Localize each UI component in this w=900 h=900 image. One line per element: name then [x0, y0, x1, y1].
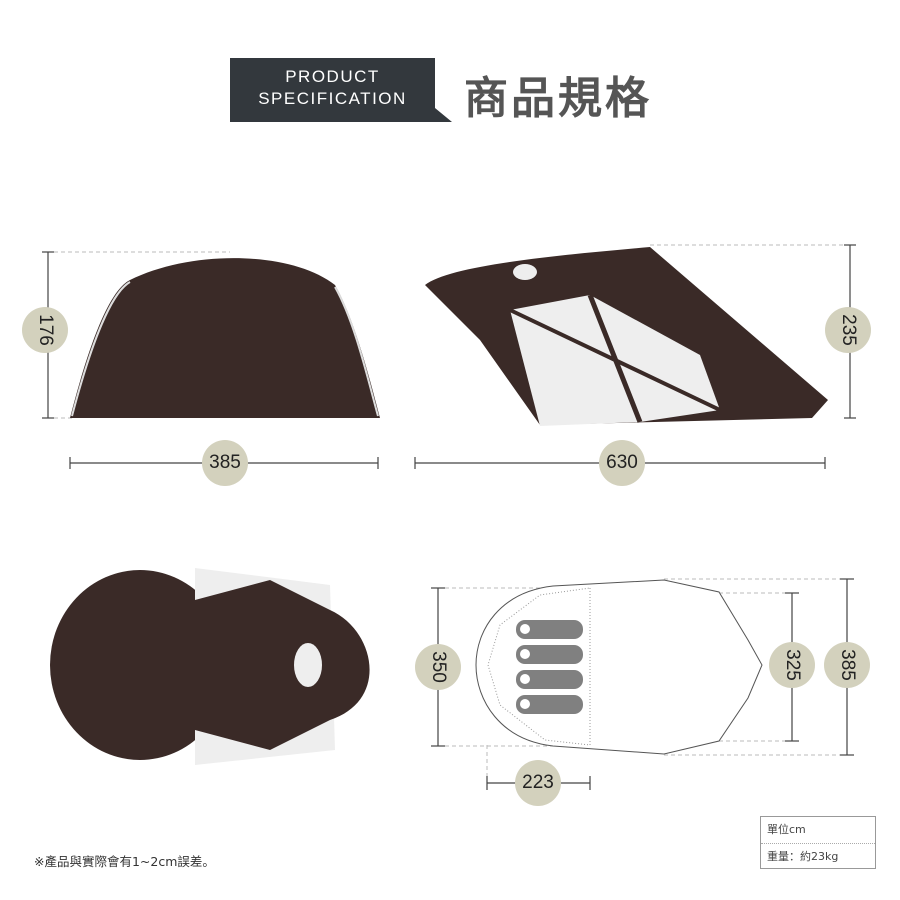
tent-side-view — [425, 247, 828, 426]
dim-side-height: 235 — [825, 307, 871, 353]
dim-label: 385 — [209, 452, 241, 473]
header-banner — [230, 58, 452, 122]
header-title-en: PRODUCT SPECIFICATION — [230, 66, 435, 110]
header-title-zh: 商品規格 — [464, 73, 652, 124]
dim-floor-depth: 350 — [415, 644, 461, 690]
dim-front-height: 176 — [22, 307, 68, 353]
unit-label: 單位cm — [761, 817, 875, 844]
dim-label: 385 — [836, 649, 858, 681]
dim-label: 325 — [781, 649, 803, 681]
header-line2: SPECIFICATION — [258, 89, 407, 108]
sleeping-bags — [516, 620, 583, 714]
dim-floor-inner-length: 223 — [515, 760, 561, 806]
dim-label: 350 — [427, 651, 449, 683]
dim-front-width: 385 — [202, 440, 248, 486]
floor-plan — [475, 579, 763, 755]
dim-floor-inner-width: 325 — [769, 642, 815, 688]
dim-label: 176 — [34, 314, 56, 346]
spec-box: 單位cm 重量：約23kg — [760, 816, 876, 869]
dim-label: 223 — [522, 772, 554, 793]
dim-label: 630 — [606, 452, 638, 473]
dim-side-length: 630 — [599, 440, 645, 486]
weight-label: 重量：約23kg — [767, 850, 839, 863]
tent-front-view — [70, 258, 380, 418]
dim-floor-outer-width: 385 — [824, 642, 870, 688]
tent-top-view — [50, 568, 370, 765]
dim-label: 235 — [837, 314, 859, 346]
header-line1: PRODUCT — [285, 67, 380, 86]
tolerance-note: ※產品與實際會有1~2cm誤差。 — [34, 854, 215, 869]
